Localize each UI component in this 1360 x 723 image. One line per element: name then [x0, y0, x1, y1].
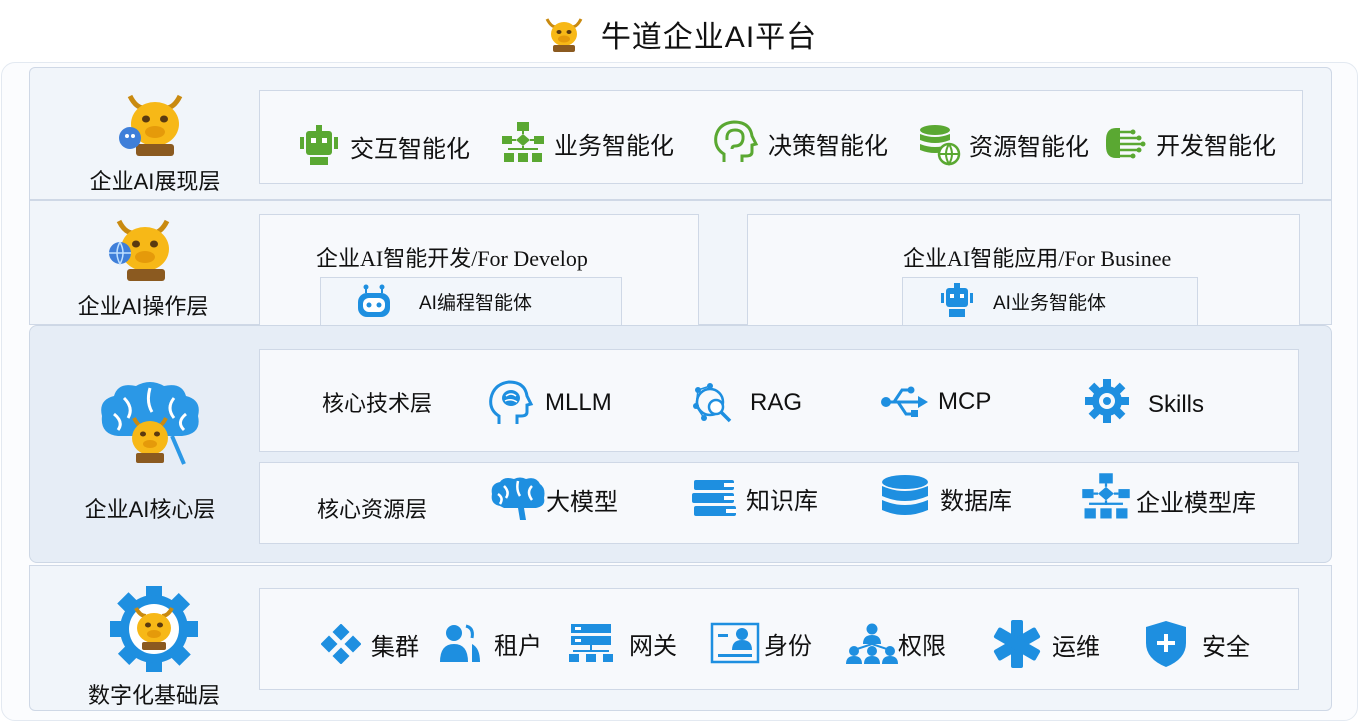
develop-agent-label: AI编程智能体: [419, 293, 532, 314]
robot-head-icon: [358, 284, 390, 317]
core-tech-item-label: RAG: [750, 389, 803, 416]
foundation-item-label: 网关: [629, 632, 677, 660]
shield-icon: [1146, 621, 1186, 667]
core-tech-item-label: Skills: [1148, 391, 1205, 418]
develop-agent-box: AI编程智能体: [320, 277, 622, 326]
database-icon: [882, 475, 928, 515]
foundation-item-label: 身份: [764, 632, 812, 660]
core-tech-item-label: MCP: [938, 388, 992, 415]
presentation-layer: 企业AI展现层 交互智能化 业务智能化: [29, 67, 1332, 200]
usb-icon: [881, 386, 928, 417]
core-layer-mascot: 企业AI核心层: [70, 378, 230, 524]
core-tech-item-skills: Skills: [1084, 378, 1204, 424]
foundation-item-ops: 运维: [992, 620, 1100, 668]
cluster-icon: [321, 624, 361, 664]
core-tech-item-mcp: MCP: [880, 380, 991, 424]
page-title-bar: 牛道企业AI平台: [0, 8, 1360, 60]
presentation-layer-mascot: 企业AI展现层: [82, 86, 228, 196]
core-tech-item-label: MLLM: [545, 389, 612, 416]
presentation-item-label: 开发智能化: [1156, 132, 1276, 160]
page-title: 牛道企业AI平台: [600, 21, 818, 54]
core-resource-item-enterprise-model: 企业模型库: [1080, 471, 1256, 523]
business-agent-label: AI业务智能体: [993, 293, 1106, 314]
foundation-item-tenant: 租户: [438, 622, 542, 664]
core-resource-item-database: 数据库: [880, 474, 1012, 522]
presentation-item-business: 业务智能化: [500, 120, 674, 166]
flowchart-icon: [1082, 473, 1130, 519]
presentation-item-label: 业务智能化: [554, 132, 674, 160]
network-search-icon: [693, 383, 732, 423]
circuit-hand-icon: [1106, 128, 1146, 159]
core-resource-item-label: 大模型: [546, 488, 618, 516]
id-card-icon: [710, 622, 760, 664]
robot-icon: [300, 125, 338, 165]
foundation-item-security: 安全: [1144, 619, 1250, 669]
core-layer: 企业AI核心层 核心技术层 MLLM RAG: [29, 325, 1332, 563]
foundation-item-gateway: 网关: [567, 622, 677, 664]
foundation-item-label: 权限: [898, 632, 946, 660]
presentation-layer-label: 企业AI展现层: [89, 169, 221, 194]
gear-icon: [1085, 379, 1129, 423]
foundation-layer: 数字化基础层 集群 租户 网关: [29, 565, 1332, 711]
bull-globe-mascot-icon: [109, 219, 170, 281]
asterisk-icon: [993, 620, 1041, 668]
business-agent-box: AI业务智能体: [902, 277, 1198, 326]
robot-icon: [941, 282, 973, 317]
foundation-item-permission: 权限: [846, 622, 946, 664]
core-layer-label: 企业AI核心层: [84, 497, 216, 522]
core-resource-label: 核心资源层: [317, 497, 428, 522]
core-resource-panel: [259, 462, 1299, 544]
foundation-panel: [259, 588, 1299, 690]
gateway-icon: [569, 624, 613, 662]
bull-robot-mascot-icon: [119, 94, 183, 156]
brain-head-icon: [714, 120, 759, 162]
core-resource-item-knowledge: 知识库: [690, 476, 818, 520]
foundation-item-identity: 身份: [710, 620, 812, 666]
core-tech-item-mllm: MLLM: [487, 378, 612, 428]
presentation-item-resource: 资源智能化: [917, 122, 1089, 166]
brain-head-icon: [489, 380, 534, 424]
foundation-layer-label: 数字化基础层: [87, 683, 220, 708]
users-icon: [440, 624, 480, 662]
foundation-item-label: 安全: [1202, 633, 1250, 661]
presentation-item-decision: 决策智能化: [710, 118, 888, 168]
foundation-item-label: 运维: [1052, 633, 1100, 661]
gear-bull-mascot-icon: [110, 586, 198, 672]
core-resource-item-label: 企业模型库: [1136, 489, 1256, 517]
presentation-item-interaction: 交互智能化: [296, 123, 470, 169]
business-title: 企业AI智能应用/For Businee: [903, 246, 1172, 271]
flowchart-icon: [502, 122, 544, 162]
presentation-item-develop: 开发智能化: [1102, 120, 1276, 166]
foundation-item-cluster: 集群: [321, 624, 419, 664]
presentation-item-label: 决策智能化: [768, 132, 888, 160]
bull-mascot-icon: [545, 18, 583, 52]
presentation-item-label: 资源智能化: [969, 133, 1089, 161]
develop-title: 企业AI智能开发/For Develop: [316, 246, 588, 271]
brain-bull-mascot-icon: [101, 382, 199, 465]
foundation-layer-mascot: 数字化基础层: [74, 586, 234, 710]
operation-layer-mascot: 企业AI操作层: [70, 213, 216, 321]
operation-layer: 企业AI操作层 企业AI智能开发/For Develop AI编程智能体 企业A…: [29, 200, 1332, 326]
operation-layer-label: 企业AI操作层: [77, 294, 209, 319]
brain-icon: [491, 477, 545, 520]
books-icon: [692, 480, 736, 516]
core-resource-item-model: 大模型: [490, 476, 618, 522]
org-icon: [846, 623, 898, 664]
database-globe-icon: [920, 125, 961, 166]
core-tech-label: 核心技术层: [322, 391, 433, 416]
core-resource-item-label: 知识库: [746, 487, 818, 515]
presentation-item-label: 交互智能化: [350, 135, 470, 163]
core-tech-item-rag: RAG: [690, 380, 802, 426]
foundation-item-label: 集群: [371, 633, 419, 661]
foundation-item-label: 租户: [494, 632, 542, 660]
core-resource-item-label: 数据库: [940, 487, 1012, 515]
